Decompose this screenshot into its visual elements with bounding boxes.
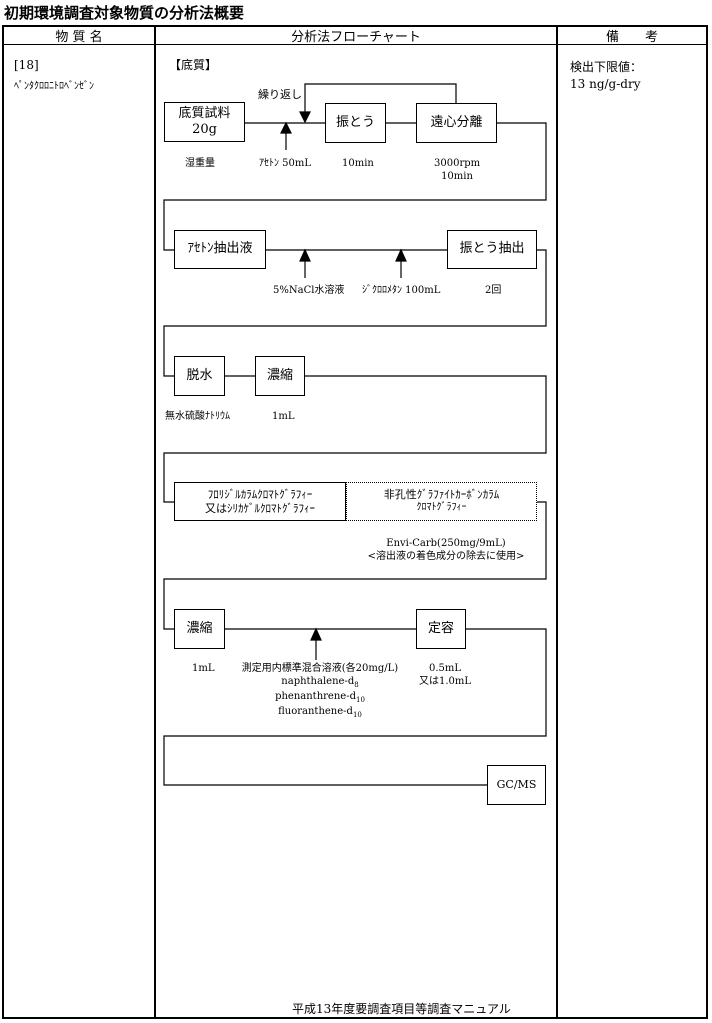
step-label: 濃縮 — [266, 367, 293, 383]
step-label: 脱水 — [186, 367, 213, 383]
column-divider — [556, 25, 558, 1019]
step-concentrate-2: 濃縮 — [174, 609, 225, 649]
header-divider — [2, 44, 708, 45]
label-centrifuge-conditions: 3000rpm 10min — [434, 157, 480, 183]
label-wet-weight: 湿重量 — [185, 158, 215, 169]
footer-source: 平成13年度要調査項目等調査マニュアル — [292, 1002, 511, 1016]
label-centrifuge-time: 10min — [441, 171, 473, 182]
label-final-volume: 0.5mL 又は1.0mL — [418, 662, 472, 688]
label-is-naphthalene: naphthalene-d8 — [234, 675, 406, 690]
step-acetone-extract: ｱｾﾄﾝ抽出液 — [174, 230, 266, 269]
substance-header: 物 質 名 — [55, 30, 103, 45]
step-gcms: GC/MS — [487, 765, 546, 805]
step-label: 遠心分離 — [430, 114, 483, 130]
step-sediment-sample: 底質試料 20g — [164, 102, 245, 142]
detection-limit-value: 13 ng/g-dry — [570, 77, 641, 91]
label-internal-standard: 測定用内標準混合溶液(各20mg/L) naphthalene-d8 phena… — [234, 662, 406, 720]
step-final-volume: 定容 — [416, 609, 466, 649]
step-florisil-column: ﾌﾛﾘｼﾞﾙｶﾗﾑｸﾛﾏﾄｸﾞﾗﾌｨｰ 又はｼﾘｶｹﾞﾙｸﾛﾏﾄｸﾞﾗﾌｨｰ — [174, 482, 346, 521]
step-concentrate-1: 濃縮 — [255, 356, 305, 396]
step-label: 又はｼﾘｶｹﾞﾙｸﾛﾏﾄｸﾞﾗﾌｨｰ — [205, 501, 315, 515]
label-dcm: ｼﾞｸﾛﾛﾒﾀﾝ 100mL — [362, 285, 441, 296]
label-conc2-volume: 1mL — [192, 663, 215, 674]
step-label: 非孔性ｸﾞﾗﾌｧｲﾄｶｰﾎﾞﾝｶﾗﾑ — [383, 488, 500, 502]
label-final-volume-1: 0.5mL — [428, 663, 462, 674]
label-envicarb-note: <溶出液の着色成分の除去に使用> — [367, 551, 525, 562]
section-label: 【底質】 — [169, 58, 218, 72]
is-name: fluoranthene-d — [278, 706, 353, 718]
label-rpm: 3000rpm — [434, 158, 481, 169]
step-label: GC/MS — [496, 778, 537, 792]
step-label: ﾌﾛﾘｼﾞﾙｶﾗﾑｸﾛﾏﾄｸﾞﾗﾌｨｰ — [207, 487, 313, 501]
is-subscript: 10 — [355, 696, 365, 705]
substance-number: [18] — [14, 58, 39, 72]
step-label: 振とう — [335, 114, 375, 130]
repeat-label: 繰り返し — [258, 88, 302, 101]
label-is-solution: 測定用内標準混合溶液(各20mg/L) — [241, 663, 399, 674]
label-is-fluoranthene: fluoranthene-d10 — [234, 705, 406, 720]
step-shake: 振とう — [325, 103, 386, 143]
label-conc1-volume: 1mL — [272, 411, 295, 422]
is-name: naphthalene-d — [281, 676, 355, 687]
label-envicarb: Envi-Carb(250mg/9mL) <溶出液の着色成分の除去に使用> — [356, 537, 536, 563]
detection-limit-label: 検出下限値： — [570, 60, 643, 74]
is-name: phenanthrene-d — [275, 691, 356, 703]
column-divider — [154, 25, 156, 1019]
page-title: 初期環境調査対象物質の分析法概要 — [4, 4, 245, 22]
step-shake-extract: 振とう抽出 — [447, 230, 537, 269]
step-label: 振とう抽出 — [459, 241, 525, 257]
label-final-volume-2: 又は1.0mL — [418, 676, 472, 687]
label-times: 2回 — [485, 285, 502, 296]
table-frame — [2, 25, 708, 1019]
flowchart-header: 分析法フローチャート — [291, 30, 421, 45]
label-nacl: 5%NaCl水溶液 — [273, 285, 345, 296]
label-acetone: ｱｾﾄﾝ 50mL — [259, 158, 312, 169]
label-shake-time: 10min — [342, 158, 374, 169]
label-envicarb-spec: Envi-Carb(250mg/9mL) — [386, 538, 506, 549]
is-subscript: 10 — [352, 711, 362, 720]
step-label: 定容 — [427, 620, 454, 636]
step-graphite-column: 非孔性ｸﾞﾗﾌｧｲﾄｶｰﾎﾞﾝｶﾗﾑ ｸﾛﾏﾄｸﾞﾗﾌｨｰ — [346, 482, 537, 521]
step-label: ｸﾛﾏﾄｸﾞﾗﾌｨｰ — [416, 502, 467, 514]
step-dehydrate: 脱水 — [174, 356, 225, 396]
remarks-header: 備 考 — [605, 30, 658, 45]
step-label: 底質試料 — [178, 105, 231, 121]
step-centrifuge: 遠心分離 — [416, 103, 497, 143]
step-label: 20g — [192, 122, 217, 137]
substance-name: ﾍﾟﾝﾀｸﾛﾛﾆﾄﾛﾍﾞﾝｾﾞﾝ — [14, 81, 94, 92]
is-subscript: 8 — [354, 681, 359, 689]
step-label: 濃縮 — [186, 620, 213, 636]
label-sodium-sulfate: 無水硫酸ﾅﾄﾘｳﾑ — [165, 411, 230, 422]
step-label: ｱｾﾄﾝ抽出液 — [187, 241, 253, 257]
label-is-phenanthrene: phenanthrene-d10 — [234, 690, 406, 705]
